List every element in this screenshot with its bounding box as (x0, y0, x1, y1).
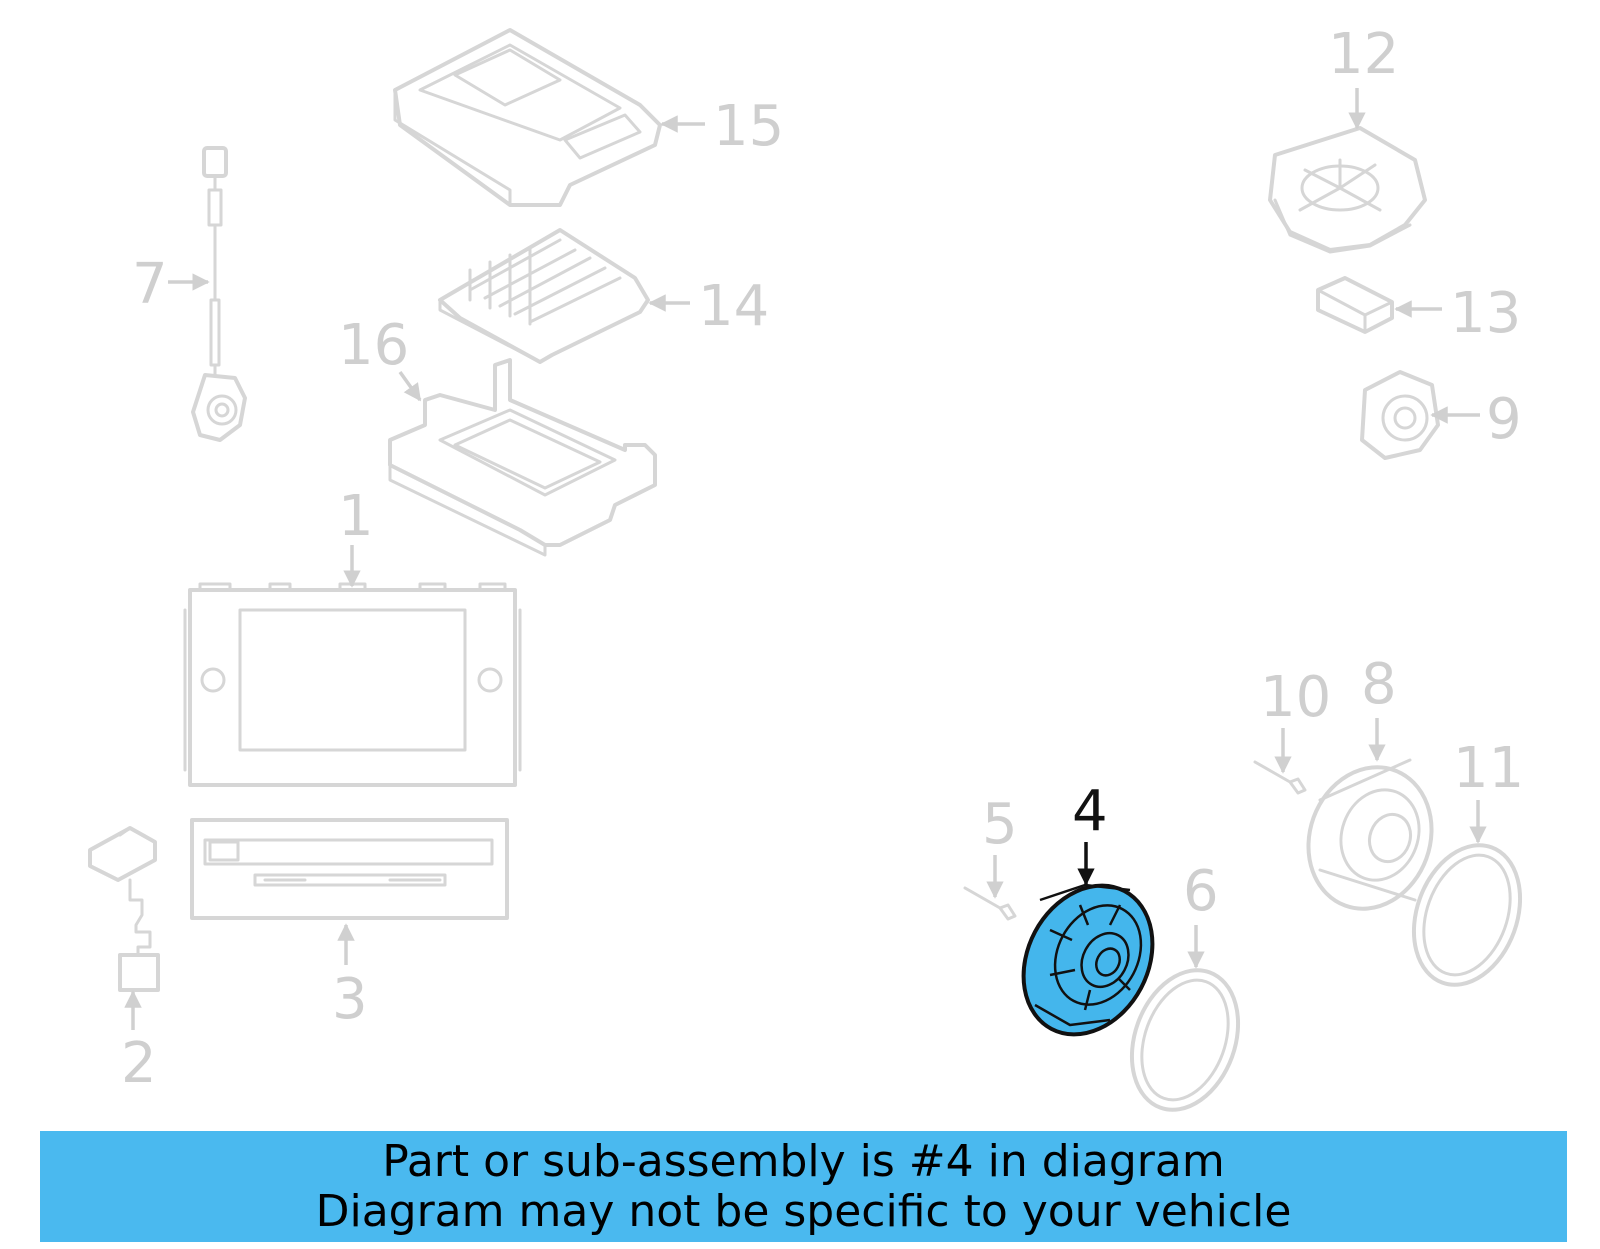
svg-text:13: 13 (1450, 281, 1521, 346)
svg-text:11: 11 (1453, 736, 1524, 801)
callout-13: 13 (1394, 281, 1521, 346)
part-4-speaker-highlighted[interactable] (998, 863, 1177, 1057)
svg-text:4: 4 (1072, 779, 1108, 844)
part-10-screw (1253, 760, 1307, 795)
callout-8: 8 (1361, 652, 1397, 762)
part-1-display-unit (183, 582, 522, 787)
svg-text:8: 8 (1361, 652, 1397, 717)
svg-text:12: 12 (1328, 22, 1399, 87)
part-7-cable (191, 146, 247, 442)
part-5-screw (963, 886, 1017, 921)
callout-3: 3 (332, 923, 368, 1032)
info-banner: Part or sub-assembly is #4 in diagram Di… (40, 1131, 1567, 1242)
part-13-pad (1316, 276, 1394, 334)
callout-10: 10 (1260, 665, 1331, 774)
callout-4: 4 (1072, 779, 1108, 886)
part-11-ring (1411, 843, 1523, 987)
svg-text:16: 16 (338, 313, 409, 378)
svg-text:5: 5 (982, 792, 1018, 857)
part-12-subwoofer (1268, 126, 1427, 254)
callout-16: 16 (338, 313, 422, 402)
svg-text:10: 10 (1260, 665, 1331, 730)
part-14-amplifier (438, 228, 650, 364)
callout-7: 7 (132, 252, 210, 317)
part-3-media-unit (190, 818, 509, 920)
callout-5: 5 (982, 792, 1018, 899)
callout-12: 12 (1328, 22, 1399, 130)
callout-11: 11 (1453, 736, 1524, 844)
callout-6: 6 (1183, 859, 1219, 969)
svg-text:2: 2 (121, 1031, 157, 1096)
svg-text:7: 7 (132, 252, 168, 317)
svg-text:3: 3 (332, 967, 368, 1032)
callout-14: 14 (648, 274, 769, 339)
svg-text:6: 6 (1183, 859, 1219, 924)
part-16-bracket (388, 358, 657, 557)
banner-line-1: Part or sub-assembly is #4 in diagram (382, 1135, 1225, 1187)
callout-1: 1 (338, 484, 374, 588)
part-2-connector (88, 826, 160, 992)
callout-2: 2 (121, 990, 157, 1096)
part-8-speaker (1306, 758, 1434, 911)
part-9-tweeter (1360, 370, 1440, 460)
callout-9: 9 (1430, 387, 1522, 452)
part-6-ring (1129, 968, 1241, 1112)
svg-text:1: 1 (338, 484, 374, 549)
svg-text:9: 9 (1486, 387, 1522, 452)
part-15-control-module (393, 28, 662, 207)
svg-text:15: 15 (713, 94, 784, 159)
callout-15: 15 (660, 94, 784, 159)
banner-line-2: Diagram may not be specific to your vehi… (315, 1185, 1292, 1237)
svg-text:14: 14 (698, 274, 769, 339)
